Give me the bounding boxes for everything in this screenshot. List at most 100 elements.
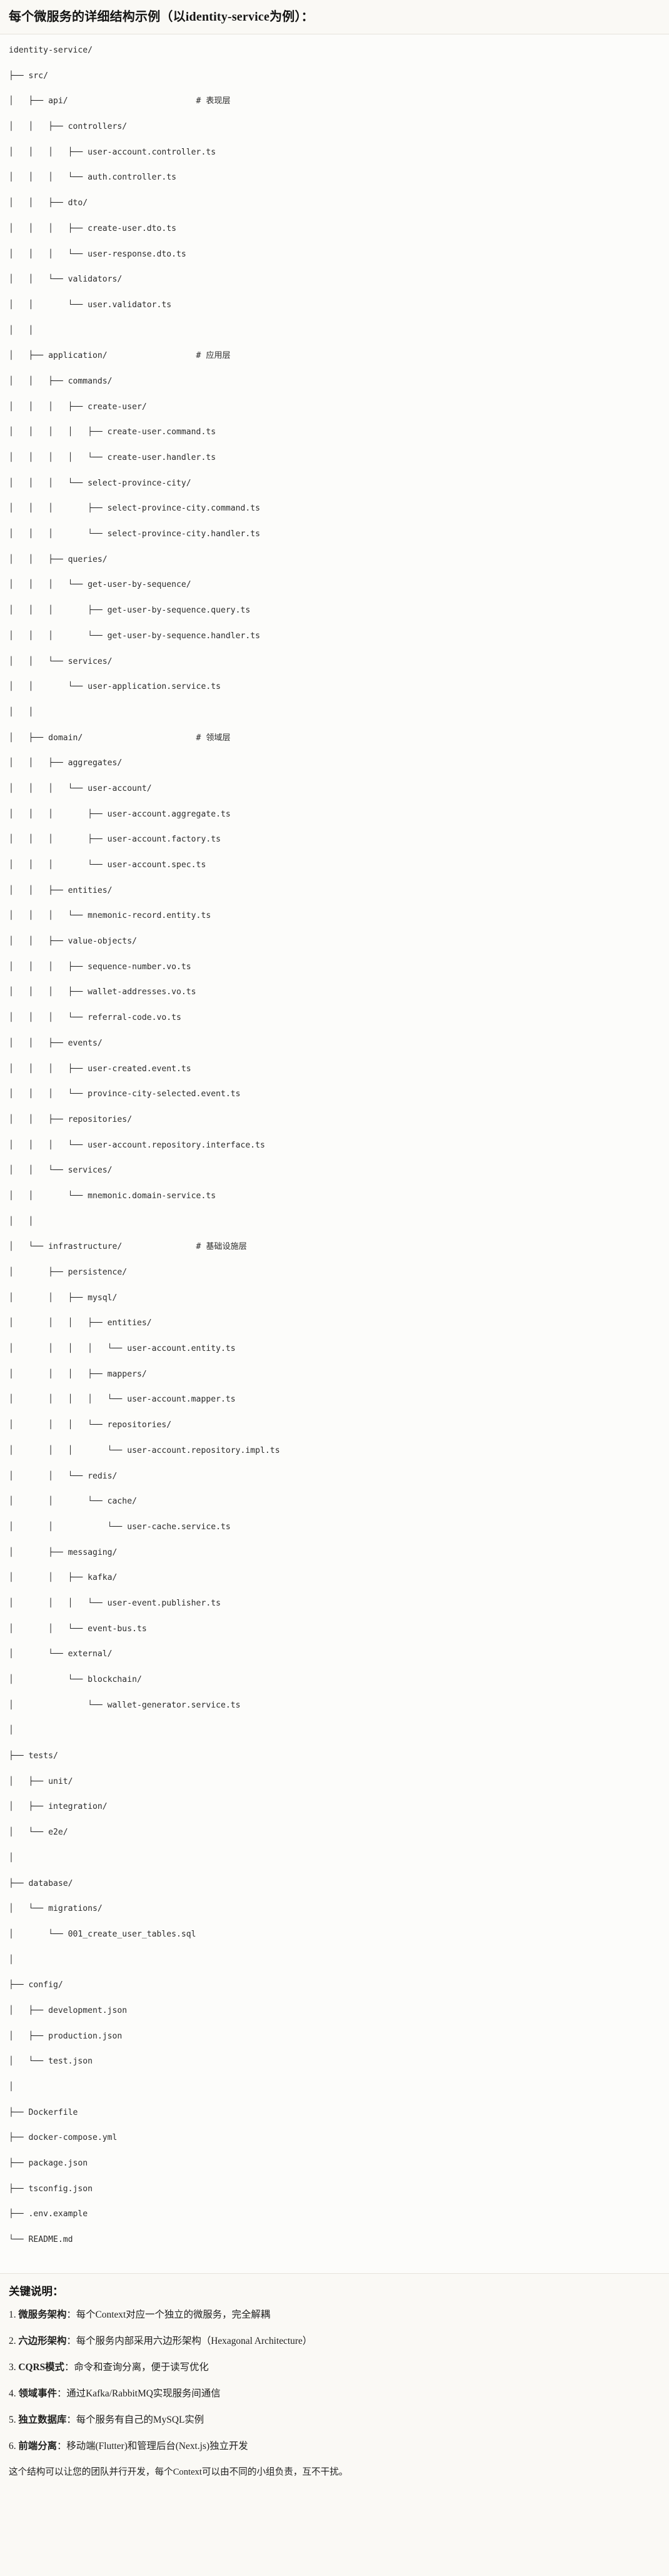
- tree-line: │ │ │ │ └── user-account.mapper.ts: [9, 1395, 236, 1405]
- tree-line: │ │ │ └── user-account.repository.impl.t…: [9, 1445, 280, 1455]
- tree-line: │ ├── production.json: [9, 2031, 123, 2041]
- tree-line: │ │: [9, 707, 34, 717]
- tree-line: │ │ │ └── repositories/: [9, 1420, 172, 1430]
- tree-line: │ │ └── redis/: [9, 1471, 118, 1481]
- key-note-term: 领域事件: [18, 2388, 57, 2399]
- tree-line: │ │ │ └── select-province-city/: [9, 478, 191, 488]
- key-note-index: 6.: [9, 2440, 16, 2451]
- tree-line: ├── database/: [9, 1878, 73, 1888]
- key-note-index: 2.: [9, 2336, 16, 2347]
- tree-line: │ │ └── services/: [9, 1166, 113, 1176]
- tree-line: │ │ │ └── user-account/: [9, 783, 152, 793]
- tree-line: │ │ │ ├── mappers/: [9, 1369, 147, 1379]
- tree-line: │ │ └── user.validator.ts: [9, 300, 172, 310]
- tree-line: │ │ └── services/: [9, 656, 113, 666]
- key-note-index: 5.: [9, 2414, 16, 2425]
- tree-line: │ │ │ └── user-account.spec.ts: [9, 860, 206, 870]
- tree-line: │ │ │ ├── user-account.controller.ts: [9, 147, 216, 157]
- tree-line: │ ├── unit/: [9, 1776, 73, 1786]
- code-divider: [0, 2273, 669, 2274]
- tree-line: │ │ │ └── mnemonic-record.entity.ts: [9, 911, 211, 921]
- key-note-text: ：命令和查询分离，便于读写优化: [64, 2362, 209, 2373]
- directory-tree-content: identity-service/ ├── src/ │ ├── api/ # …: [9, 44, 660, 2246]
- key-note-text: ：通过Kafka/RabbitMQ实现服务间通信: [56, 2388, 221, 2399]
- tree-line: │ │ │ │ └── user-account.entity.ts: [9, 1344, 236, 1354]
- tree-line: │: [9, 1955, 14, 1965]
- closing-paragraph: 这个结构可以让您的团队并行开发，每个Context可以由不同的小组负责，互不干扰…: [9, 2467, 348, 2477]
- directory-tree-pre: identity-service/ ├── src/ │ ├── api/ # …: [9, 44, 660, 2259]
- key-note-item: 5. 独立数据库：每个服务有自己的MySQL实例: [9, 2413, 660, 2428]
- tree-line: │ │ ├── controllers/: [9, 122, 128, 132]
- tree-line: │ │ │ └── province-city-selected.event.t…: [9, 1089, 241, 1099]
- tree-line: │ │ │ ├── create-user/: [9, 402, 147, 412]
- tree-line: │ │ │ └── user-event.publisher.ts: [9, 1598, 221, 1608]
- tree-line: │ └── test.json: [9, 2057, 93, 2067]
- tree-line: │ │ │ └── select-province-city.handler.t…: [9, 529, 261, 539]
- key-note-text: ：每个服务有自己的MySQL实例: [66, 2414, 204, 2425]
- tree-line: │ │ │ ├── user-created.event.ts: [9, 1064, 191, 1074]
- key-note-term: CQRS模式: [18, 2362, 64, 2373]
- tree-line: │ │ └── validators/: [9, 275, 123, 285]
- tree-line: │ │ └── user-cache.service.ts: [9, 1522, 231, 1532]
- tree-line: │ └── infrastructure/ # 基础设施层: [9, 1242, 247, 1252]
- tree-line: │ └── external/: [9, 1649, 113, 1659]
- tree-line: ├── tsconfig.json: [9, 2184, 93, 2194]
- tree-line: │ │ ├── dto/: [9, 198, 88, 208]
- key-note-index: 1.: [9, 2309, 16, 2321]
- tree-line: │ │ │ └── user-response.dto.ts: [9, 249, 186, 259]
- tree-line: ├── .env.example: [9, 2209, 88, 2219]
- key-note-item: 3. CQRS模式：命令和查询分离，便于读写优化: [9, 2360, 660, 2375]
- key-note-index: 3.: [9, 2362, 16, 2373]
- tree-line: │ ├── persistence/: [9, 1268, 128, 1277]
- tree-line: │ ├── messaging/: [9, 1547, 118, 1557]
- tree-line: │ │ │ ├── create-user.dto.ts: [9, 223, 177, 233]
- tree-line: │ │ │ ├── entities/: [9, 1318, 152, 1328]
- tree-line: │ │ │ ├── sequence-number.vo.ts: [9, 962, 191, 972]
- tree-line: ├── src/: [9, 71, 49, 81]
- key-note-item: 4. 领域事件：通过Kafka/RabbitMQ实现服务间通信: [9, 2386, 660, 2401]
- key-note-item: 2. 六边形架构：每个服务内部采用六边形架构（Hexagonal Archite…: [9, 2334, 660, 2349]
- key-note-text: ：每个服务内部采用六边形架构（Hexagonal Architecture）: [66, 2336, 313, 2347]
- tree-line: │ ├── api/ # 表现层: [9, 96, 231, 106]
- tree-line: ├── docker-compose.yml: [9, 2133, 118, 2143]
- tree-line: │ │ ├── entities/: [9, 885, 113, 895]
- tree-line: │ ├── application/ # 应用层: [9, 351, 231, 361]
- tree-line: identity-service/: [9, 46, 93, 55]
- tree-line: └── README.md: [9, 2235, 73, 2245]
- key-note-text: ：每个Context对应一个独立的微服务，完全解耦: [66, 2309, 271, 2321]
- tree-line: │ └── migrations/: [9, 1904, 103, 1914]
- key-note-term: 独立数据库: [18, 2414, 67, 2425]
- tree-line: │ │ │ └── auth.controller.ts: [9, 173, 177, 183]
- tree-line: │ │ │ ├── select-province-city.command.t…: [9, 504, 261, 514]
- tree-line: │ │: [9, 325, 34, 335]
- tree-line: │ │ ├── mysql/: [9, 1293, 118, 1303]
- tree-line: │ ├── domain/ # 领域层: [9, 733, 231, 743]
- tree-line: │ │ ├── commands/: [9, 376, 113, 386]
- tree-line: │ │ │ └── referral-code.vo.ts: [9, 1013, 181, 1023]
- tree-line: ├── tests/: [9, 1751, 58, 1761]
- key-note-term: 前端分离: [18, 2440, 57, 2451]
- tree-line: ├── Dockerfile: [9, 2107, 78, 2117]
- tree-line: │ │ │ ├── wallet-addresses.vo.ts: [9, 987, 196, 997]
- key-note-item: 6. 前端分离：移动端(Flutter)和管理后台(Next.js)独立开发: [9, 2439, 660, 2454]
- tree-line: │ └── 001_create_user_tables.sql: [9, 1929, 196, 1939]
- tree-line: │ │ │ └── get-user-by-sequence.handler.t…: [9, 631, 261, 641]
- tree-line: │: [9, 1726, 14, 1736]
- tree-line: ├── package.json: [9, 2159, 88, 2169]
- tree-line: ├── config/: [9, 1980, 63, 1990]
- tree-line: │ └── blockchain/: [9, 1675, 142, 1684]
- page-title: 每个微服务的详细结构示例（以identity-service为例）：: [9, 10, 314, 24]
- tree-line: │: [9, 2082, 14, 2092]
- key-note-index: 4.: [9, 2388, 16, 2399]
- tree-line: │ │ ├── events/: [9, 1038, 103, 1048]
- tree-line: │ └── e2e/: [9, 1828, 68, 1838]
- directory-tree-code-block: identity-service/ ├── src/ │ ├── api/ # …: [0, 34, 669, 2273]
- tree-line: │ │: [9, 1216, 34, 1226]
- tree-line: │ │ ├── kafka/: [9, 1573, 118, 1583]
- tree-line: │ └── wallet-generator.service.ts: [9, 1700, 241, 1710]
- tree-line: │ ├── development.json: [9, 2005, 128, 2015]
- tree-line: │ │ ├── queries/: [9, 554, 108, 564]
- key-note-text: ：移动端(Flutter)和管理后台(Next.js)独立开发: [56, 2440, 248, 2451]
- tree-line: │ │ ├── value-objects/: [9, 937, 137, 947]
